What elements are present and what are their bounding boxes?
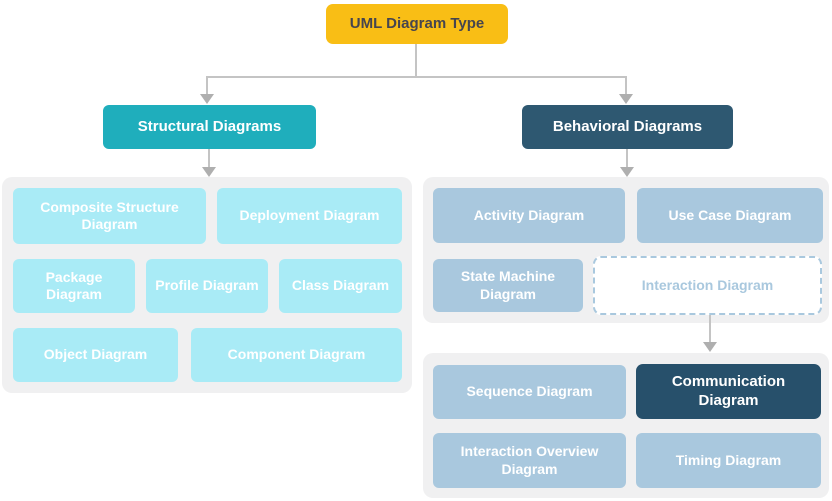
node-profile-diagram: Profile Diagram (146, 259, 268, 313)
node-object-diagram: Object Diagram (13, 328, 178, 382)
connector-structural-to-group (208, 149, 210, 168)
node-package-diagram: Package Diagram (13, 259, 135, 313)
arrowhead-to-structural-group (202, 167, 216, 177)
node-class-diagram: Class Diagram (279, 259, 402, 313)
connector-interaction-to-group (709, 315, 711, 343)
node-activity-diagram: Activity Diagram (433, 188, 625, 243)
connector-left-drop (206, 76, 208, 95)
arrowhead-to-interaction-group (703, 342, 717, 352)
connector-behavioral-to-group (626, 149, 628, 168)
node-structural-diagrams: Structural Diagrams (103, 105, 316, 149)
arrowhead-to-structural (200, 94, 214, 104)
node-behavioral-diagrams: Behavioral Diagrams (522, 105, 733, 149)
node-component-diagram: Component Diagram (191, 328, 402, 382)
connector-horizontal (206, 76, 627, 78)
connector-right-drop (625, 76, 627, 95)
node-composite-structure-diagram: Composite Structure Diagram (13, 188, 206, 244)
node-use-case-diagram: Use Case Diagram (637, 188, 823, 243)
arrowhead-to-behavioral-group (620, 167, 634, 177)
node-timing-diagram: Timing Diagram (636, 433, 821, 488)
node-sequence-diagram: Sequence Diagram (433, 365, 626, 419)
node-interaction-overview-diagram: Interaction Overview Diagram (433, 433, 626, 488)
node-deployment-diagram: Deployment Diagram (217, 188, 402, 244)
node-state-machine-diagram: State Machine Diagram (433, 259, 583, 312)
node-interaction-diagram: Interaction Diagram (593, 256, 822, 315)
node-communication-diagram: Communication Diagram (636, 364, 821, 419)
connector-root-stem (415, 44, 417, 78)
arrowhead-to-behavioral (619, 94, 633, 104)
node-uml-diagram-type: UML Diagram Type (326, 4, 508, 44)
